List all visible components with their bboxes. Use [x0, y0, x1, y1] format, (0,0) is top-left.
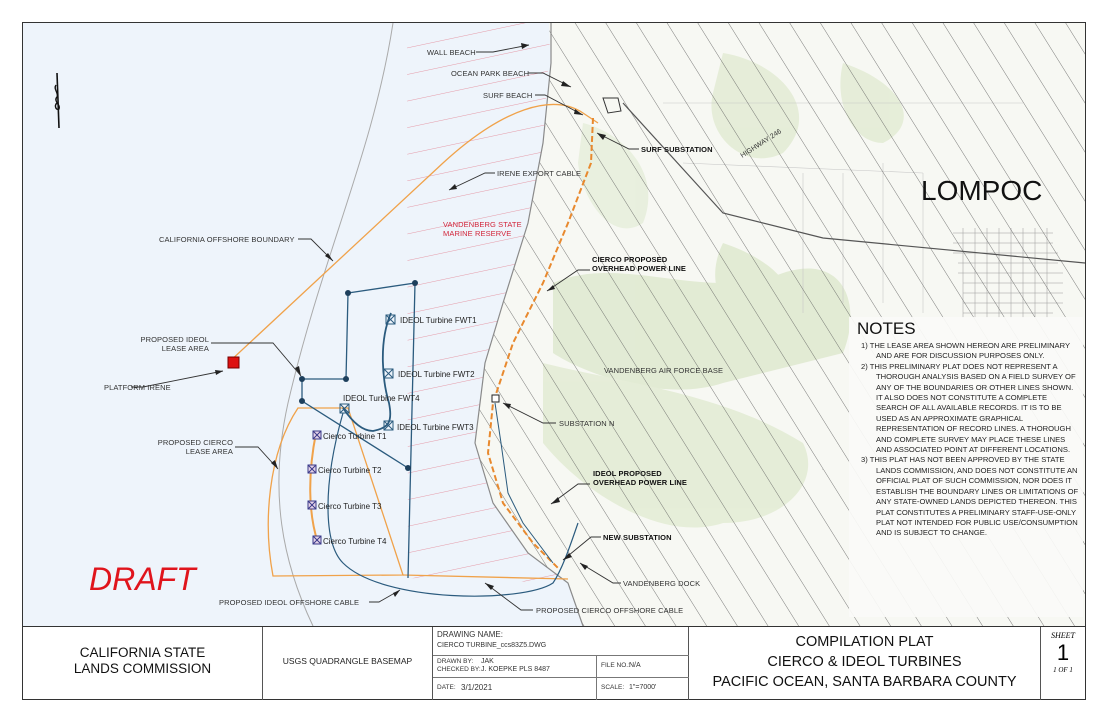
callout-new-substation: NEW SUBSTATION — [603, 533, 672, 542]
date-label: DATE: — [437, 684, 456, 691]
callout-irene-export-cable: IRENE EXPORT CABLE — [497, 169, 582, 178]
turbine-label-t4: Cierco Turbine T4 — [323, 537, 387, 546]
cierco-overhead-line1: CIERCO PROPOSED — [592, 255, 668, 264]
highway-246 — [622, 102, 1085, 264]
callout-ocean-park-beach: OCEAN PARK BEACH — [451, 69, 530, 78]
notes-list: 1) THE LEASE AREA SHOWN HEREON ARE PRELI… — [849, 341, 1083, 539]
callout-surf-substation: SURF SUBSTATION — [641, 145, 713, 154]
basemap-cell: USGS QUADRANGLE BASEMAP — [263, 627, 433, 700]
turbine-label-fwt3: IDEOL Turbine FWT3 — [397, 423, 474, 432]
plat-title-line3: PACIFIC OCEAN, SANTA BARBARA COUNTY — [712, 674, 1017, 690]
city-label-lompoc: LOMPOC — [921, 175, 1043, 206]
agency-line1: CALIFORNIA STATE — [79, 645, 206, 660]
scale-value: 1"=7000' — [629, 684, 657, 691]
drawing-info-cell: DRAWING NAME: CIERCO TURBINE_ccs83Z5.DWG… — [433, 627, 689, 700]
air-force-base-label: VANDENBERG AIR FORCE BASE — [604, 366, 724, 375]
callout-vandenberg-dock: VANDENBERG DOCK — [623, 579, 701, 588]
title-block: CALIFORNIA STATE LANDS COMMISSION USGS Q… — [23, 626, 1085, 700]
callout-surf-beach: SURF BEACH — [483, 91, 533, 100]
callout-wall-beach: WALL BEACH — [427, 48, 476, 57]
draft-watermark: DRAFT — [89, 561, 196, 597]
ideol-turbine-markers — [339, 314, 396, 431]
callout-ca-offshore-boundary: CALIFORNIA OFFSHORE BOUNDARY — [159, 235, 295, 244]
map-graphics — [54, 23, 1085, 626]
callout-substation-n: SUBSTATION N — [559, 419, 615, 428]
ideol-overhead-line2: OVERHEAD POWER LINE — [593, 478, 687, 487]
marine-reserve-line1: VANDENBERG STATE — [443, 220, 522, 229]
agency-line2: LANDS COMMISSION — [73, 661, 212, 676]
plat-sheet: LOMPOC VANDENBERG STATE MARINE RESERVE V… — [22, 22, 1086, 700]
file-no-label: FILE NO.: — [601, 662, 630, 669]
platform-irene — [227, 356, 240, 369]
notes-panel: NOTES 1) THE LEASE AREA SHOWN HEREON ARE… — [849, 317, 1083, 617]
cierco-lease-line2: LEASE AREA — [185, 447, 233, 456]
callout-ideol-lease-area: PROPOSED IDEOL LEASE AREA — [133, 335, 209, 353]
callout-ideol-offshore-cable: PROPOSED IDEOL OFFSHORE CABLE — [219, 598, 360, 607]
plat-title-cell: COMPILATION PLAT CIERCO & IDEOL TURBINES… — [689, 627, 1041, 700]
surf-substation — [602, 97, 622, 114]
substation-n — [491, 394, 500, 403]
cierco-overhead-line2: OVERHEAD POWER LINE — [592, 264, 686, 273]
turbine-label-fwt4: IDEOL Turbine FWT4 — [343, 394, 420, 403]
file-no-value: N/A — [629, 662, 641, 669]
map-area: LOMPOC VANDENBERG STATE MARINE RESERVE V… — [23, 23, 1085, 626]
sheet-of: 1 OF 1 — [1053, 666, 1073, 674]
notes-title: NOTES — [857, 319, 916, 338]
turbine-label-t3: Cierco Turbine T3 — [318, 502, 382, 511]
drawing-name-label: DRAWING NAME: — [437, 630, 503, 639]
ideol-offshore-cable — [327, 412, 579, 597]
checked-by-label: CHECKED BY: — [437, 666, 481, 673]
plat-title-line1: COMPILATION PLAT — [795, 634, 934, 650]
turbine-label-t2: Cierco Turbine T2 — [318, 466, 382, 475]
cierco-overhead-line — [486, 117, 594, 569]
marine-reserve-area — [407, 23, 568, 583]
agency-cell: CALIFORNIA STATE LANDS COMMISSION — [23, 627, 263, 700]
ideol-overhead-line1: IDEOL PROPOSED — [593, 469, 662, 478]
note-item: 3) THIS PLAT HAS NOT BEEN APPROVED BY TH… — [861, 455, 1079, 538]
callout-cierco-offshore-cable: PROPOSED CIERCO OFFSHORE CABLE — [536, 606, 684, 615]
drawn-by-value: JAK — [481, 658, 494, 665]
cierco-lease-line1: PROPOSED CIERCO — [157, 438, 233, 447]
callout-ideol-overhead: IDEOL PROPOSED OVERHEAD POWER LINE — [593, 469, 687, 487]
drawing-name-value: CIERCO TURBINE_ccs83Z5.DWG — [437, 642, 547, 649]
turbine-label-t1: Cierco Turbine T1 — [323, 432, 387, 441]
callout-leaders — [131, 44, 639, 611]
sheet-cell: SHEET 1 1 OF 1 — [1041, 627, 1085, 700]
ca-offshore-boundary — [278, 23, 394, 626]
cierco-lease-area — [267, 407, 404, 577]
irene-export-cable — [227, 103, 599, 364]
sheet-label: SHEET — [1051, 631, 1075, 640]
marine-reserve-label: VANDENBERG STATE MARINE RESERVE — [443, 220, 522, 238]
ideol-lease-line2: LEASE AREA — [161, 344, 209, 353]
ideol-lease-line1: PROPOSED IDEOL — [140, 335, 209, 344]
callout-cierco-lease-area: PROPOSED CIERCO LEASE AREA — [151, 438, 233, 456]
sheet-number: 1 — [1056, 640, 1070, 665]
cierco-turbine-markers — [307, 430, 322, 545]
drawn-by-label: DRAWN BY: — [437, 658, 474, 665]
callout-platform-irene: PLATFORM IRENE — [104, 383, 171, 392]
callout-cierco-overhead: CIERCO PROPOSED OVERHEAD POWER LINE — [592, 255, 686, 273]
marine-reserve-line2: MARINE RESERVE — [443, 229, 512, 238]
ideol-overhead-line — [494, 402, 554, 564]
turbine-label-fwt1: IDEOL Turbine FWT1 — [400, 316, 477, 325]
date-value: 3/1/2021 — [461, 683, 493, 692]
note-item: 1) THE LEASE AREA SHOWN HEREON ARE PRELI… — [861, 341, 1070, 361]
plat-title-line2: CIERCO & IDEOL TURBINES — [767, 654, 962, 670]
callout-arrowheads — [215, 43, 606, 597]
scale-label: SCALE: — [601, 684, 625, 691]
north-arrow-icon — [54, 72, 61, 129]
turbine-label-fwt2: IDEOL Turbine FWT2 — [398, 370, 475, 379]
checked-by-value: J. KOEPKE PLS 8487 — [481, 666, 550, 673]
note-item: 2) THIS PRELIMINARY PLAT DOES NOT REPRES… — [861, 361, 1076, 455]
